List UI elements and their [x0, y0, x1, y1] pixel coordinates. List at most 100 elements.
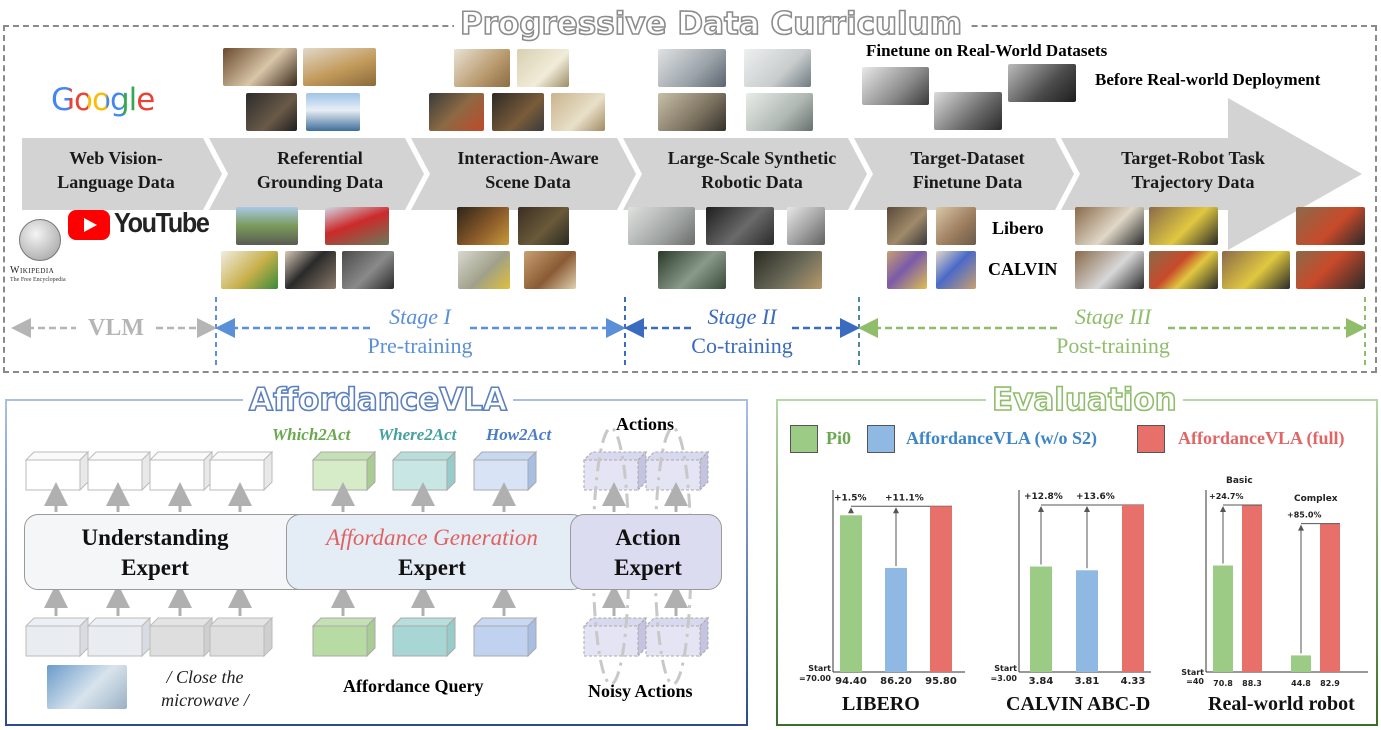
- noisy-token-2: [644, 616, 710, 658]
- affordance-expert-line1: Affordance Generation: [326, 525, 538, 550]
- chart-libero-bar-3: [930, 506, 952, 672]
- affordance-expert-label: Affordance Generation Expert: [302, 523, 562, 583]
- thumb-knife: [221, 251, 278, 289]
- arrow-label-6-line2: Trajectory Data: [1131, 172, 1255, 192]
- chart-real-bar-complex-1: [1291, 655, 1311, 672]
- understanding-expert-line2: Expert: [121, 555, 189, 580]
- chart-real-value-1: 70.8: [1213, 679, 1233, 688]
- arrow-label-6: Target-Robot Task Trajectory Data: [1082, 146, 1304, 194]
- chart-libero-start-value: =70.00: [799, 674, 831, 683]
- legend-label-pi0: Pi0: [826, 428, 851, 448]
- chart-real-bar-basic-1: [1213, 565, 1233, 672]
- chart-real-value-2: 88.3: [1242, 679, 1262, 688]
- calvin-label: CALVIN: [988, 259, 1058, 279]
- chart-calvin-annotation-1: +12.8%: [1024, 492, 1063, 502]
- arrow-label-4-line2: Robotic Data: [701, 172, 803, 192]
- thumb-street: [342, 251, 394, 289]
- thumb-synth-3: [787, 207, 825, 245]
- chart-libero-annotation-1: +1.5%: [834, 493, 867, 503]
- input-token-2: [86, 616, 152, 658]
- chart-real-delta-head-2: [1298, 524, 1304, 531]
- arrow-label-5-line2: Finetune Data: [912, 172, 1023, 192]
- legend-label-wos2: AffordanceVLA (w/o S2): [906, 428, 1097, 448]
- thumb-scene-2: [518, 207, 569, 245]
- thumb-robot-1: [658, 49, 726, 87]
- chart-real-value-3: 44.8: [1291, 679, 1311, 688]
- instruction-line1: / Close the: [166, 667, 244, 687]
- chart-real-start-label: Start: [1181, 668, 1204, 677]
- legend-swatch-pi0: [790, 425, 818, 453]
- google-logo-text: Google: [51, 82, 155, 118]
- thumb-harbor: [306, 93, 360, 131]
- stage-arrows: [11, 297, 1366, 365]
- chart-calvin-value-3: 4.33: [1121, 676, 1146, 687]
- thumb-scene-4: [524, 251, 576, 289]
- arrow-label-4-line1: Large-Scale Synthetic: [667, 148, 837, 168]
- youtube-play-icon: [68, 210, 110, 240]
- thumb-traj-4: [1075, 251, 1144, 289]
- query-token-3: [472, 616, 538, 658]
- thumb-camera: [285, 251, 336, 289]
- arrow-label-2: Referential Grounding Data: [225, 146, 415, 194]
- curriculum-arrow-3: [411, 138, 636, 210]
- curriculum-arrow-5: [854, 138, 1074, 210]
- query-token-2: [391, 616, 457, 658]
- chart-title-calvin: CALVIN ABC-D: [1006, 693, 1151, 715]
- affordance-title: AffordanceVLA: [243, 381, 514, 419]
- thumb-traj-6: [1222, 251, 1290, 289]
- instruction-text: / Close the microwave /: [145, 666, 265, 712]
- thumb-scene-3: [458, 251, 510, 289]
- arrow-label-5: Target-Dataset Finetune Data: [870, 146, 1065, 194]
- stage2-desc: Co-training: [691, 333, 793, 358]
- curriculum-arrow-band: [22, 98, 1362, 250]
- action-expert-label: Action Expert: [580, 523, 716, 583]
- affordance-expert-block: [286, 514, 586, 590]
- thumb-robot-4: [746, 93, 813, 131]
- chart-real-value-4: 82.9: [1320, 679, 1340, 688]
- chart-libero-start-label: Start: [808, 664, 831, 673]
- how2act-label: How2Act: [486, 425, 552, 444]
- action-expert-block: [570, 514, 722, 590]
- input-token-4: [208, 616, 274, 658]
- stage3-desc: Post-training: [1056, 333, 1170, 358]
- chart-calvin-start-value: =3.00: [991, 674, 1018, 683]
- output-token-4: [208, 450, 274, 492]
- thumb-robot-2: [744, 49, 811, 87]
- thumb-cutting-board: [303, 48, 376, 86]
- chart-libero-bar-1: [840, 515, 862, 672]
- legend-swatch-wos2: [867, 425, 895, 453]
- chart-calvin-bar-3: [1122, 505, 1144, 672]
- thumb-sim-3: [429, 93, 484, 131]
- finetune-note: Finetune on Real-World Datasets: [866, 41, 1108, 60]
- thumb-libero-2: [936, 207, 976, 245]
- thumb-tv-room: [246, 93, 297, 131]
- chart-real-delta-head-1: [1220, 506, 1226, 512]
- thumb-real-2: [934, 92, 1002, 130]
- action-token-2: [644, 450, 710, 492]
- arrow-label-3-line1: Interaction-Aware: [457, 148, 599, 168]
- thumb-sim-5: [551, 93, 605, 131]
- thumb-traj-2: [1149, 207, 1218, 245]
- arrow-label-5-line1: Target-Dataset: [910, 148, 1025, 168]
- chart-calvin-bar-2: [1076, 570, 1098, 672]
- affordance-diagram: [24, 426, 710, 686]
- stage-vlm-label: VLM: [88, 315, 144, 341]
- youtube-logo: YouTube: [68, 207, 210, 243]
- chart-libero-annotation-2: +11.1%: [885, 493, 924, 503]
- thumb-road: [236, 207, 298, 245]
- affordance-expert-line2: Expert: [398, 555, 466, 580]
- curriculum-title: Progressive Data Curriculum: [454, 5, 969, 43]
- thumb-sim-4: [492, 93, 544, 131]
- chart-calvin-value-1: 3.84: [1029, 676, 1054, 687]
- thumb-synth-4: [658, 251, 726, 289]
- arrow-label-3: Interaction-Aware Scene Data: [428, 146, 628, 194]
- legend-swatch-full: [1137, 425, 1165, 453]
- thumb-traj-1: [1075, 207, 1144, 245]
- chart-libero-value-3: 95.80: [925, 676, 957, 687]
- wikipedia-logo-subtitle: The Free Encyclopedia: [10, 277, 66, 283]
- arrow-label-6-line1: Target-Robot Task: [1121, 148, 1265, 168]
- arrow-label-3-line2: Scene Data: [485, 172, 571, 192]
- chart-calvin-bar-1: [1030, 566, 1052, 672]
- input-token-1: [24, 616, 90, 658]
